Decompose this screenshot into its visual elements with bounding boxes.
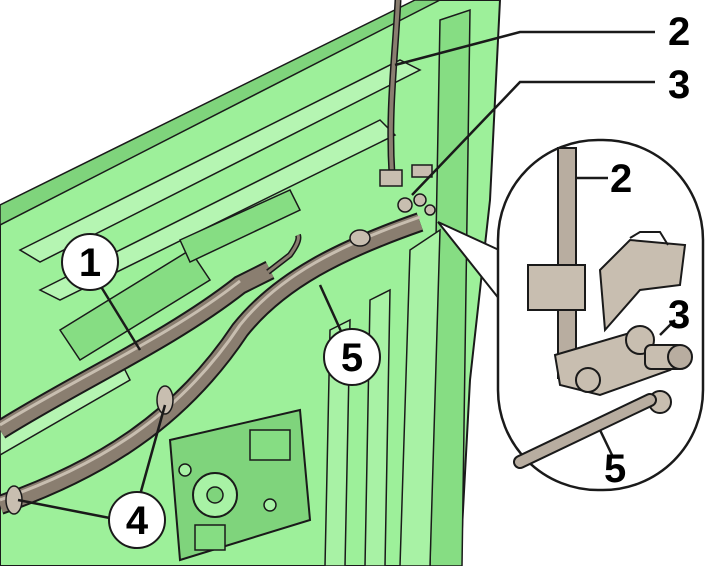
callout-circle-4: 4 (108, 491, 166, 549)
regulator-bolt-2 (263, 498, 277, 512)
door-ridge-2 (38, 119, 397, 301)
door-frame-inner (399, 228, 441, 566)
detail-bracket (527, 264, 586, 311)
detail-leader-3 (659, 319, 676, 336)
door-cutout-1 (58, 248, 212, 362)
cable-5-lock-button (0, 212, 424, 515)
detail-rod-5-fill (515, 395, 655, 467)
regulator-mechanism (168, 408, 312, 562)
cable-clamp-upper (156, 385, 174, 415)
detail-label-2: 2 (610, 157, 632, 201)
callout-circle-1: 1 (61, 233, 119, 291)
regulator-hub (206, 486, 224, 504)
detail-leader-5 (598, 429, 614, 456)
leader-1 (98, 284, 142, 351)
detail-clip-arm (598, 238, 687, 333)
regulator-block-1 (249, 429, 291, 461)
regulator-block-2 (194, 524, 226, 551)
detail-clip-tab (629, 231, 669, 246)
door-vertical-bar-2 (364, 288, 391, 566)
detail-label-5: 5 (604, 447, 626, 491)
cable-guide-clip (349, 229, 371, 247)
leader-3 (411, 80, 655, 196)
callout-circle-5: 5 (323, 328, 381, 386)
detail-pivot-1 (575, 367, 601, 393)
detail-inset (496, 138, 705, 492)
callout-label-3: 3 (668, 63, 690, 107)
detail-cable-2 (557, 147, 577, 379)
lock-cable-clip (379, 164, 436, 216)
leader-4a (17, 498, 121, 522)
leader-4b (138, 404, 167, 496)
svg-text:1: 1 (79, 241, 101, 285)
callout-label-2: 2 (668, 10, 690, 54)
door-cutout-2 (179, 189, 302, 264)
svg-text:4: 4 (126, 499, 149, 543)
svg-text:5: 5 (341, 336, 363, 380)
door-upper-edge (0, 0, 441, 226)
cable-2-door-lock (387, 0, 402, 176)
leader-2 (394, 30, 655, 67)
detail-label-3: 3 (668, 293, 690, 337)
regulator-bolt-1 (178, 463, 192, 477)
detail-pin-end (667, 344, 693, 370)
cable-1-interior-handle (0, 233, 302, 439)
door-ridge-1 (18, 59, 422, 263)
